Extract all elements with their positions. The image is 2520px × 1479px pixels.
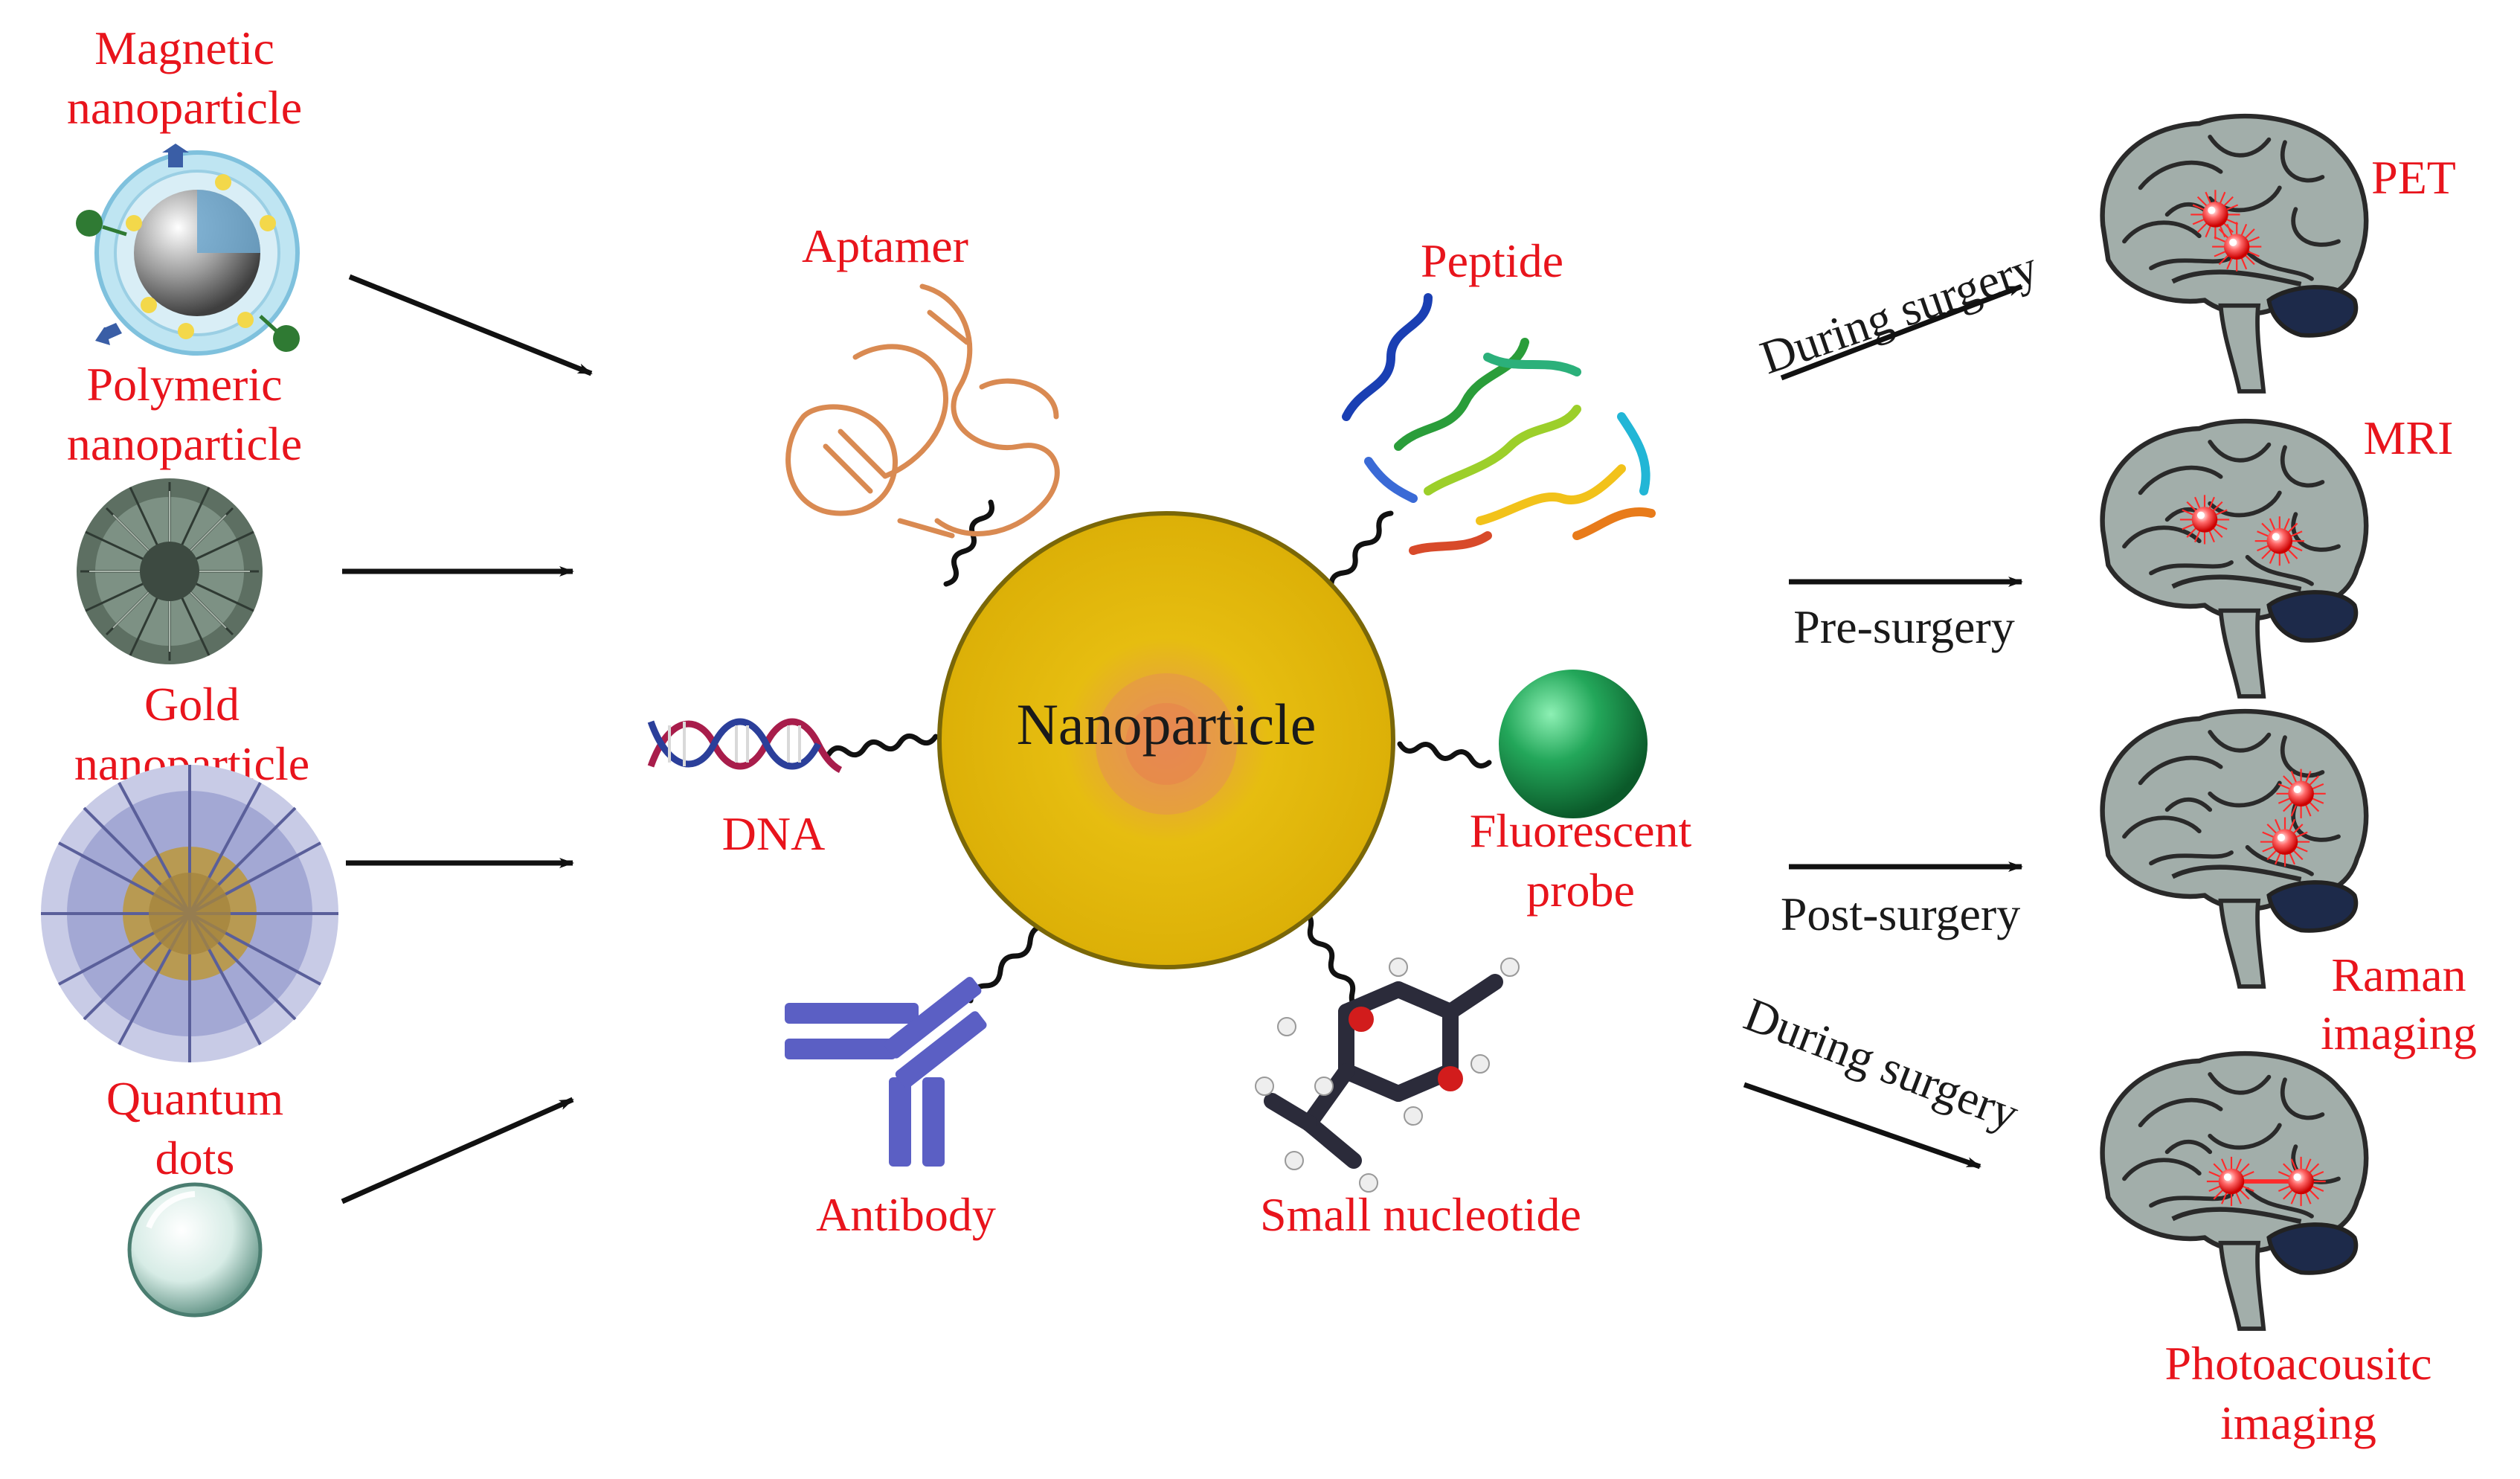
- source-magnetic-label-2: nanoparticle: [67, 81, 302, 134]
- stage-during-top-label: During surgery: [1754, 240, 2044, 384]
- imaging-photo-label-2: imaging: [2220, 1396, 2376, 1449]
- stage-during-bottom-label: During surgery: [1738, 987, 2026, 1140]
- imaging-raman-label-1: Raman: [2331, 949, 2466, 1001]
- small-nucleotide-icon: [1255, 957, 1520, 1193]
- ligand-fluorescent-probe: Fluorescent probe: [1470, 670, 1692, 917]
- dna-icon: [647, 718, 843, 774]
- stage-post-label: Post-surgery: [1781, 888, 2020, 940]
- source-polymeric-label-2: nanoparticle: [67, 417, 302, 470]
- arrow-magnetic: [348, 274, 593, 376]
- ligand-aptamer: Aptamer: [785, 219, 1060, 539]
- ligand-antibody: Antibody: [785, 977, 996, 1241]
- brain-photoacoustic: [2103, 1053, 2367, 1329]
- lesion-marker: [2275, 768, 2327, 820]
- gold-nanoparticle-icon: [41, 765, 338, 1062]
- ligand-small-nucleotide: Small nucleotide: [1255, 957, 1581, 1241]
- imaging-pet-label: PET: [2371, 151, 2456, 204]
- stage-during-bottom: During surgery: [1738, 987, 2026, 1170]
- quantum-dot-icon: [127, 1182, 263, 1318]
- antibody-icon: [785, 977, 987, 1167]
- source-quantum-label-1: Quantum: [106, 1072, 283, 1125]
- source-quantum: Quantum dots: [106, 1072, 283, 1318]
- magnetic-nanoparticle-icon: [76, 144, 300, 356]
- source-gold-label-1: Gold: [144, 678, 240, 731]
- imaging-photo-label-1: Photoacousitc: [2164, 1337, 2431, 1390]
- source-arrows: [341, 274, 593, 1204]
- brain-pet: [2103, 116, 2367, 391]
- ligand-peptide: Peptide: [1342, 234, 1656, 555]
- source-gold: Gold nanoparticle: [41, 678, 338, 1062]
- arrow-quantum: [341, 1097, 574, 1204]
- source-polymeric: Polymeric nanoparticle: [67, 358, 302, 664]
- lesion-marker: [2179, 494, 2231, 545]
- dna-label: DNA: [722, 807, 826, 860]
- source-magnetic-label-1: Magnetic: [94, 22, 274, 74]
- stage-pre: Pre-surgery: [1789, 577, 2023, 653]
- fluorescent-label-2: probe: [1526, 864, 1635, 917]
- lesion-marker: [2211, 221, 2263, 272]
- peptide-icon: [1342, 293, 1656, 555]
- aptamer-icon: [785, 283, 1060, 539]
- brain-mri: [2103, 421, 2367, 696]
- lesion-marker: [2259, 816, 2311, 867]
- small-nucleotide-label: Small nucleotide: [1260, 1188, 1581, 1241]
- imaging-raman-label-2: imaging: [2321, 1007, 2477, 1059]
- source-magnetic: Magnetic nanoparticle: [67, 22, 302, 356]
- fluorescent-label-1: Fluorescent: [1470, 804, 1692, 857]
- fluorescent-probe-icon: [1499, 670, 1648, 818]
- stage-post: Post-surgery: [1781, 862, 2023, 940]
- lesion-marker: [2254, 516, 2305, 567]
- brain-icon: [2103, 711, 2367, 986]
- aptamer-label: Aptamer: [802, 219, 968, 272]
- stage-during-top: During surgery: [1754, 240, 2044, 384]
- peptide-label: Peptide: [1421, 234, 1563, 287]
- ligand-dna: DNA: [647, 718, 843, 860]
- stage-pre-label: Pre-surgery: [1793, 600, 2014, 653]
- arrow-during-top: [1780, 283, 2023, 381]
- brain-raman: [2103, 711, 2367, 986]
- imaging-mri-label: MRI: [2364, 411, 2454, 464]
- arrow-during-bottom: [1743, 1082, 1981, 1170]
- polymeric-nanoparticle-icon: [77, 478, 263, 664]
- lesion-marker: [2275, 1155, 2327, 1207]
- brain-icon: [2103, 421, 2367, 696]
- source-quantum-label-2: dots: [155, 1132, 235, 1184]
- core-label: Nanoparticle: [1017, 692, 1317, 757]
- source-polymeric-label-1: Polymeric: [86, 358, 282, 411]
- lesion-marker: [2190, 189, 2241, 240]
- lesion-marker: [2205, 1155, 2257, 1207]
- antibody-label: Antibody: [816, 1188, 996, 1241]
- nanoparticle-core: Nanoparticle: [937, 511, 1395, 969]
